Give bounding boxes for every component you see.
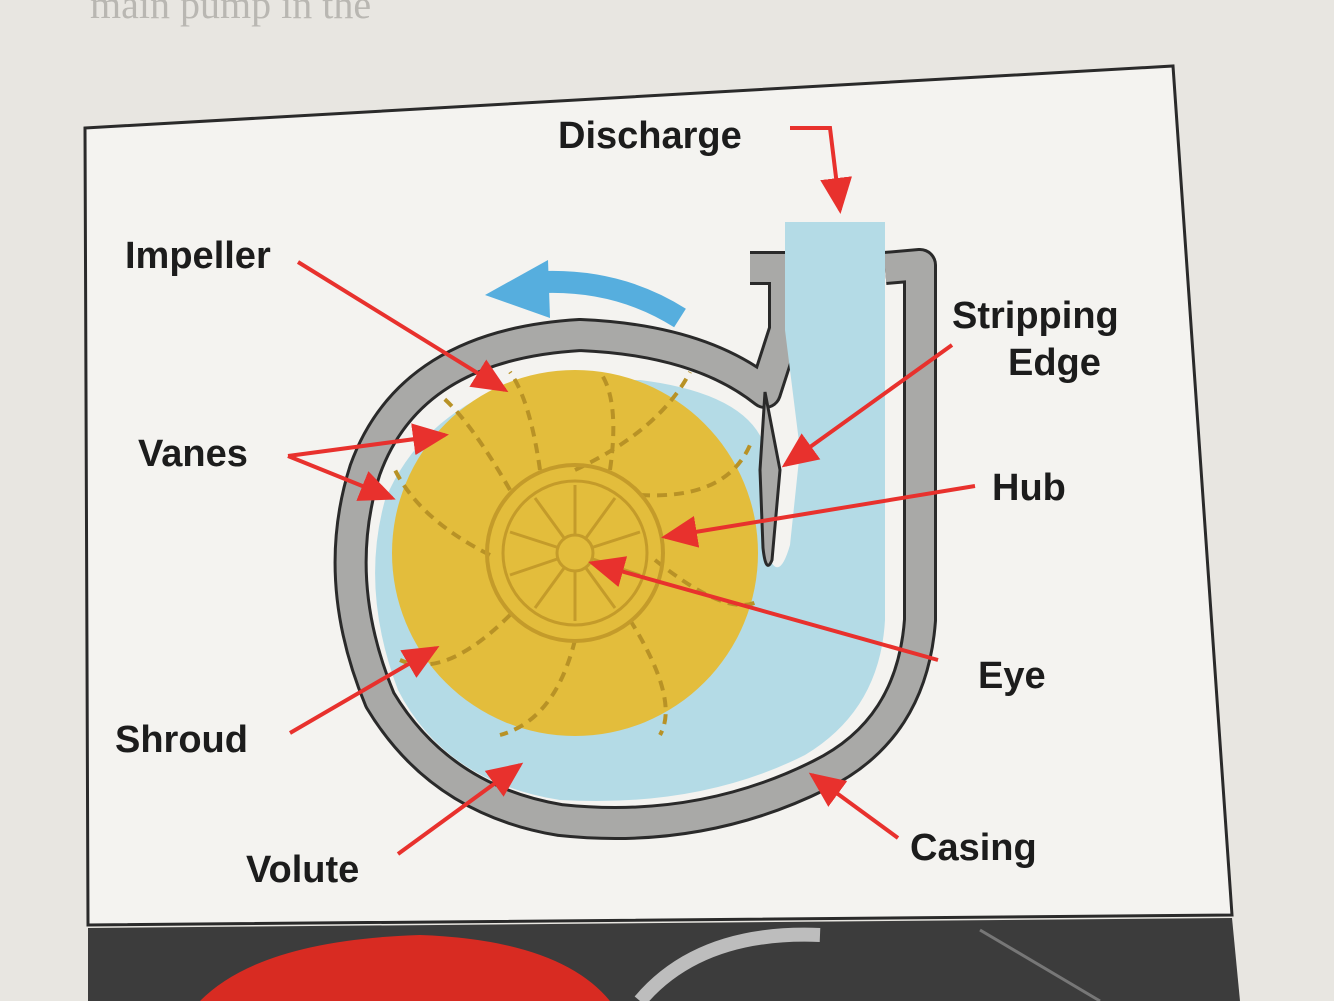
eye [555, 533, 595, 573]
arrow-discharge [790, 126, 853, 214]
arrow-volute [396, 762, 524, 856]
label-discharge: Discharge [558, 115, 742, 157]
discharge-pipe [785, 222, 885, 282]
page-header: main pump in the [90, 0, 371, 27]
arrow-vanes-2 [287, 454, 396, 501]
red-pump-photo [200, 935, 610, 1001]
photo-pipe [634, 927, 821, 1001]
label-impeller: Impeller [125, 235, 271, 277]
hub [485, 463, 665, 643]
arrow-stripping-edge [781, 343, 954, 468]
label-casing: Casing [910, 827, 1037, 869]
label-hub: Hub [992, 467, 1066, 509]
label-vanes: Vanes [138, 433, 248, 475]
callout-arrows [287, 126, 976, 856]
arrow-casing [808, 772, 900, 840]
arrow-hub [661, 484, 976, 548]
arrow-impeller [296, 260, 509, 393]
arrow-vanes-1 [287, 423, 449, 458]
rotation-arrow-shaft [544, 270, 686, 328]
label-edge: Edge [1008, 342, 1101, 384]
label-shroud: Shroud [115, 719, 248, 761]
label-volute: Volute [246, 849, 359, 891]
arrow-eye [588, 556, 939, 662]
arrow-shroud [288, 645, 440, 735]
photo-detail [979, 928, 1101, 1001]
label-eye: Eye [978, 655, 1046, 697]
hub-inner-ring [501, 479, 649, 627]
label-stripping: Stripping [952, 295, 1119, 337]
rotation-arrow-head [485, 260, 550, 318]
